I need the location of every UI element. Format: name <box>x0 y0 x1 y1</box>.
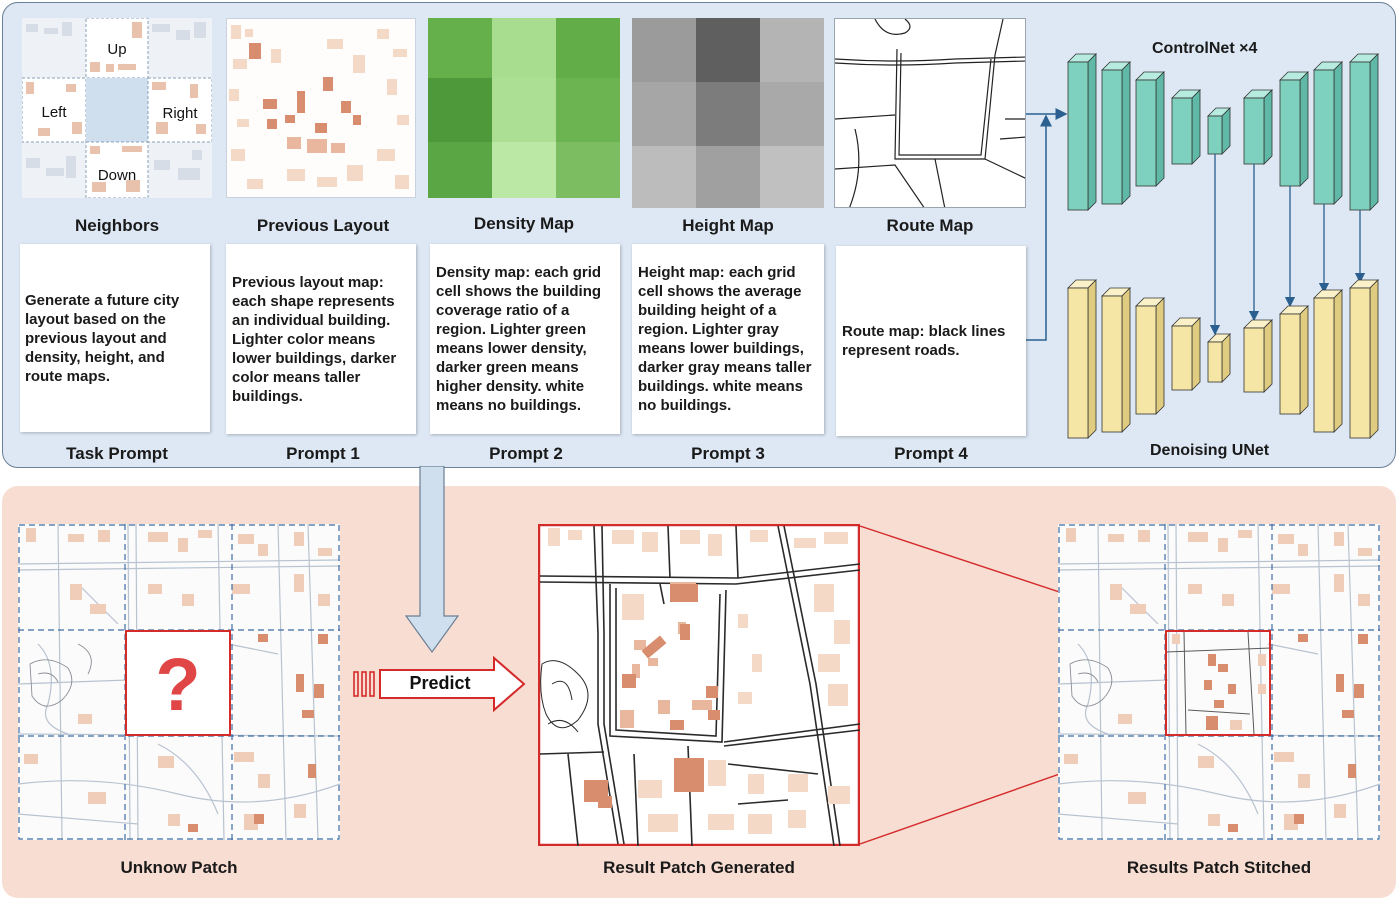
unknown-patch-label: Unknow Patch <box>120 858 238 877</box>
height-map-image <box>632 18 824 208</box>
prompt-1-text: Previous layout map: each shape represen… <box>232 273 397 405</box>
prompt-4-text: Route map: black lines represent roads. <box>842 323 1006 359</box>
prompt-4-label: Prompt 4 <box>894 444 968 463</box>
controlnet-blocks <box>1067 53 1379 211</box>
neighbors-label: Neighbors <box>74 216 160 235</box>
task-prompt-text: Generate a future city layout based on t… <box>25 291 180 385</box>
unet-blocks <box>1067 279 1379 439</box>
neighbor-left-text: Left <box>41 104 67 121</box>
neighbor-up-text: Up <box>107 41 126 58</box>
prompt-3-label: Prompt 3 <box>691 444 765 463</box>
predict-label: Predict <box>409 673 471 693</box>
prompt-1-box: Previous layout map: each shape represen… <box>226 244 416 434</box>
question-mark: ? <box>155 643 200 726</box>
result-patch-label: Result Patch Generated <box>603 858 795 877</box>
previous-layout-image <box>226 18 416 198</box>
task-prompt-box: Generate a future city layout based on t… <box>20 244 210 432</box>
route-map-image <box>834 18 1026 208</box>
prompt-3-text: Height map: each grid cell shows the ave… <box>638 264 812 414</box>
controlnet-title: ControlNet ×4 <box>1152 40 1258 57</box>
route-map-label: Route Map <box>886 216 974 235</box>
prompt-3-box: Height map: each grid cell shows the ave… <box>632 244 824 434</box>
prompt-4-box: Route map: black lines represent roads. <box>836 246 1026 436</box>
stitched-patch-label: Results Patch Stitched <box>1126 858 1312 877</box>
neighbors-image: Up Left Right Down <box>22 18 212 198</box>
density-map-label: Density Map <box>473 214 575 233</box>
zero-conv-arrows <box>1209 154 1366 336</box>
down-arrow <box>404 466 460 654</box>
neighbor-right-text: Right <box>162 105 198 122</box>
prompt-2-label: Prompt 2 <box>489 444 563 463</box>
predict-arrow <box>352 654 528 714</box>
previous-layout-label: Previous Layout <box>256 216 390 235</box>
unknown-patch-map: ? <box>18 524 340 840</box>
network-diagram <box>1026 53 1379 439</box>
neighbor-down-text: Down <box>98 167 136 184</box>
prompt-2-box: Density map: each grid cell shows the bu… <box>430 244 620 434</box>
prompt4-to-controlnet-arrow <box>1026 114 1052 341</box>
stitched-patch-map <box>1058 524 1380 840</box>
result-patch-map <box>538 524 860 846</box>
unet-title: Denoising UNet <box>1150 442 1270 459</box>
task-prompt-label: Task Prompt <box>66 444 168 463</box>
height-map-label: Height Map <box>682 216 774 235</box>
prompt-1-label: Prompt 1 <box>286 444 360 463</box>
prompt-2-text: Density map: each grid cell shows the bu… <box>436 264 602 414</box>
density-map-image <box>428 18 620 198</box>
